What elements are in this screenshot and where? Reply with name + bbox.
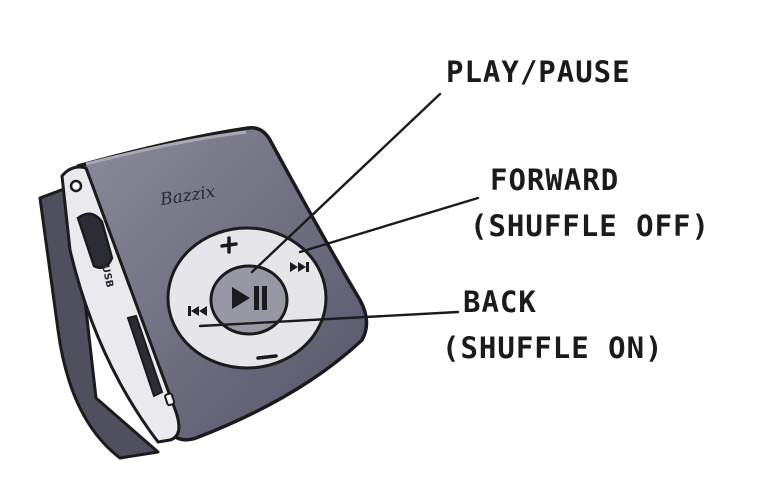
- label-back-note: (SHUFFLE ON): [442, 331, 664, 365]
- play-pause-icon: [232, 286, 267, 310]
- label-back: BACK: [463, 285, 537, 319]
- side-switch: [76, 212, 114, 269]
- headphone-jack-icon: [69, 179, 83, 193]
- leader-forward: [298, 196, 480, 254]
- rewind-icon: [188, 306, 207, 316]
- annotation-leaders: [198, 92, 480, 328]
- usb-slot: [126, 314, 164, 398]
- center-button: [209, 264, 289, 336]
- fast-forward-icon: [290, 262, 309, 272]
- label-play-pause: PLAY/PAUSE: [446, 55, 631, 89]
- plus-icon: [220, 236, 238, 254]
- leader-play-pause: [250, 92, 442, 274]
- leader-back: [198, 310, 460, 328]
- minus-icon: [256, 354, 278, 360]
- label-forward-note: (SHUFFLE OFF): [470, 209, 710, 243]
- label-forward: FORWARD: [490, 163, 620, 197]
- body-top-edge: [85, 130, 247, 166]
- status-led-icon: [164, 392, 176, 407]
